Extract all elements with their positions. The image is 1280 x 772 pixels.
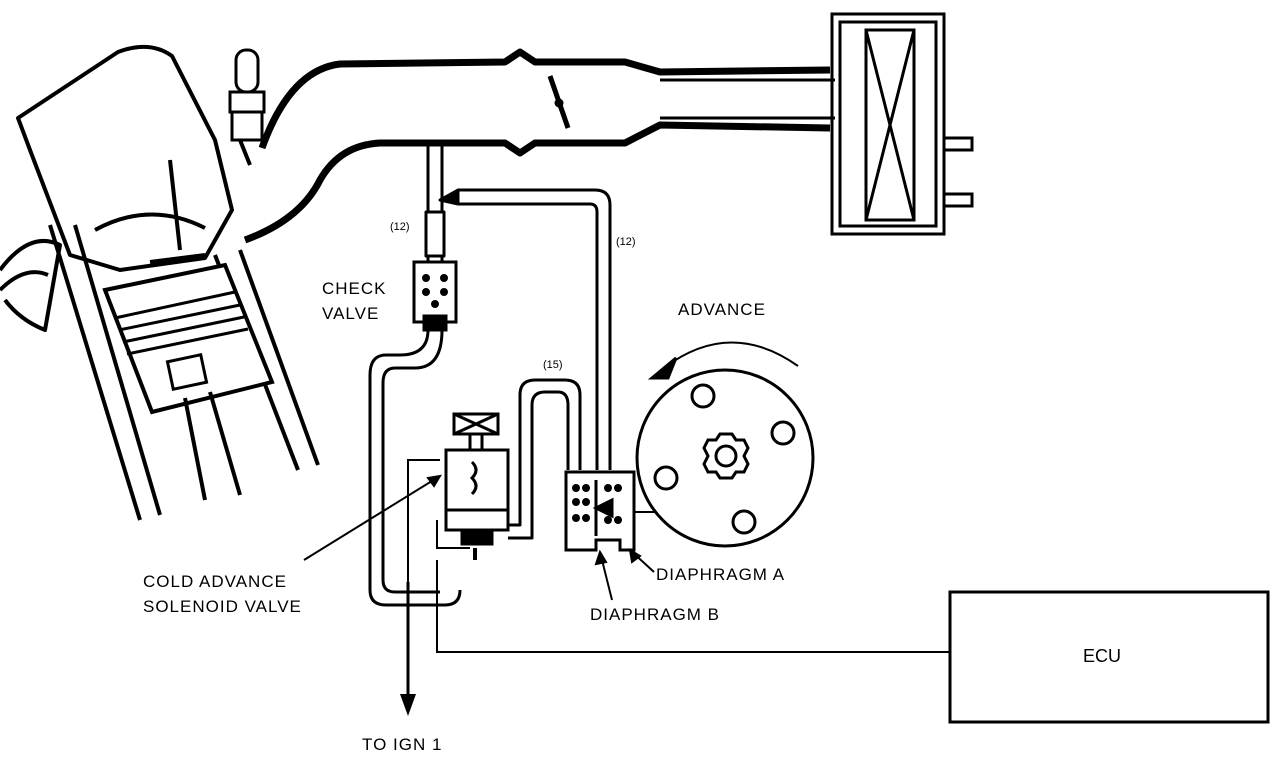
hose-fitting — [424, 210, 446, 258]
intake-top-wall — [258, 48, 831, 150]
intake-bottom-wall — [243, 121, 831, 244]
distributor — [635, 341, 815, 548]
cylinder-wall-left-inner — [73, 224, 162, 516]
air-cleaner-outlet — [944, 136, 974, 152]
advance-label: ADVANCE — [678, 300, 766, 319]
combustion-chamber — [94, 212, 206, 232]
hose-solenoid-to-diaphragm-b — [508, 378, 582, 540]
cylinder-head — [16, 44, 234, 272]
spark-plug — [228, 48, 266, 166]
cold-advance-solenoid-valve — [407, 412, 510, 582]
solenoid-wire — [436, 520, 470, 549]
cylinder-wall-left — [48, 224, 142, 521]
ign-arrow — [400, 694, 416, 716]
port-outline-right — [0, 270, 49, 292]
middle-hose-size-label: (15) — [543, 359, 563, 371]
port-outline-left — [0, 239, 62, 332]
valve-head — [149, 253, 206, 264]
check-valve-label-line2: VALVE — [322, 304, 379, 323]
hose-manifold-to-diaphragm-a — [458, 188, 612, 470]
solenoid-label-line1: COLD ADVANCE — [143, 572, 287, 591]
right-hose-size-label: (12) — [616, 236, 636, 248]
solenoid-leader — [303, 475, 441, 561]
solenoid-label-line2: SOLENOID VALVE — [143, 597, 302, 616]
throttle-shaft — [554, 98, 564, 108]
left-hose-size-label: (12) — [390, 221, 410, 233]
vacuum-hoses — [368, 145, 612, 607]
leader-lines — [303, 474, 655, 601]
ecu-label: ECU — [1083, 646, 1121, 666]
check-valve-label-line1: CHECK — [322, 279, 387, 298]
advance-arrow — [663, 341, 799, 369]
valve-stem — [168, 159, 182, 251]
ecu-box — [948, 590, 1270, 724]
diaphragm-a-label: DIAPHRAGM A — [656, 565, 785, 584]
to-ign-label: TO IGN 1 — [362, 735, 442, 754]
piston — [102, 262, 275, 415]
connecting-rod — [183, 391, 242, 501]
diaphragm-b-label: DIAPHRAGM B — [590, 605, 720, 624]
hose-check-valve-to-solenoid — [368, 329, 462, 607]
ecu-wire — [436, 560, 950, 653]
vacuum-advance-unit — [564, 470, 698, 552]
check-valve — [412, 260, 458, 332]
air-cleaner — [830, 12, 974, 236]
intake-manifold — [243, 48, 835, 244]
cylinder-wall-right-inner — [238, 249, 320, 466]
